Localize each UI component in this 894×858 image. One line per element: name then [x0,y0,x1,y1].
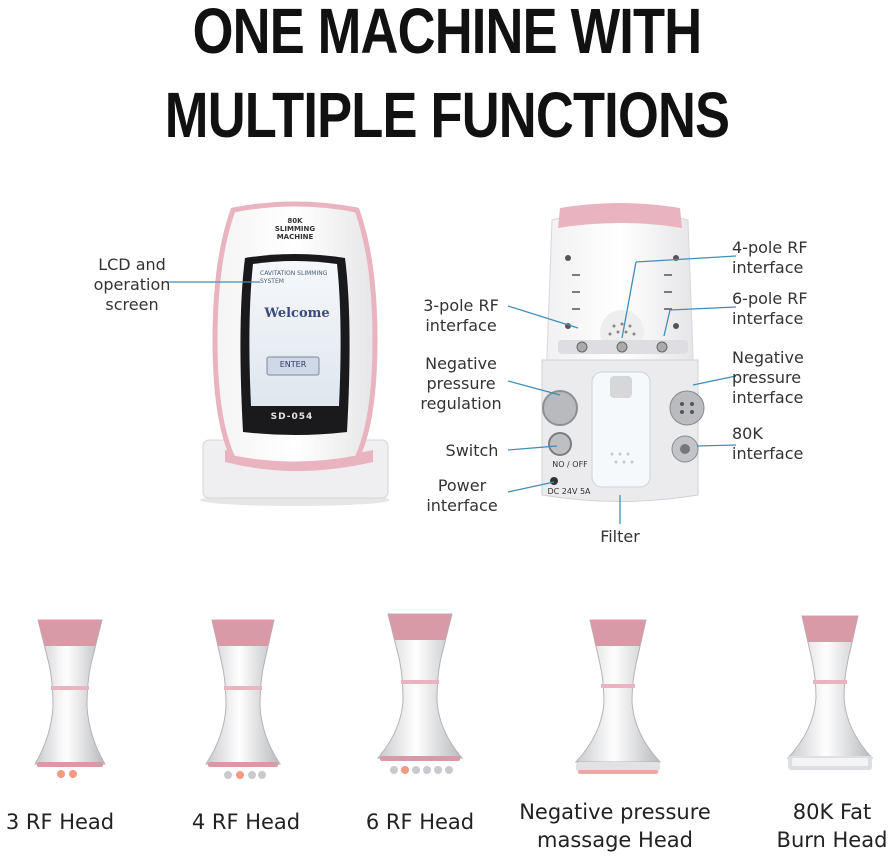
headline-line-2: MULTIPLE FUNCTIONS [164,79,730,151]
front-device-illustration [200,201,390,506]
caption-4rf-head: 4 RF Head [191,810,301,834]
back-device-illustration [541,203,705,502]
front-device-top-text: 80K SLIMMING MACHINE [274,217,316,241]
callout-80k-interface: 80K interface [732,424,804,463]
callout-4pole-rf: 4-pole RF interface [732,238,808,277]
callout-filter: Filter [600,527,640,546]
caption-6rf-head: 6 RF Head [365,810,475,834]
handpiece-6rf [376,613,464,774]
callout-negative-pressure-interface: Negative pressure interface [732,348,804,407]
power-spec-label: DC 24V 5A [547,487,591,496]
callout-switch: Switch [445,441,499,460]
callout-lcd: LCD and operation screen [93,255,171,314]
caption-negative-pressure-head: Negative pressure massage Head [519,800,711,852]
callout-6pole-rf: 6-pole RF interface [732,289,808,328]
handpiece-4rf [205,619,281,779]
callout-power-interface: Power interface [426,476,498,515]
callout-lines [166,255,737,524]
screen-welcome: Welcome [264,306,330,321]
handpiece-negative-pressure [574,619,662,774]
model-label: SD-054 [270,412,314,422]
headline-line-1: ONE MACHINE WITH [192,0,703,67]
switch-state-label: NO / OFF [552,460,588,469]
callout-negative-pressure-regulation: Negative pressure regulation [420,354,502,413]
handpiece-80k-fat-burn [786,615,874,770]
handpiece-3rf [34,619,106,778]
enter-button[interactable]: ENTER [279,360,307,369]
caption-80k-fat-burn-head: 80K Fat Burn Head [776,800,888,852]
caption-3rf-head: 3 RF Head [5,810,115,834]
callout-3pole-rf: 3-pole RF interface [423,296,499,335]
screen-subtitle: CAVITATION SLIMMING SYSTEM [260,270,328,285]
